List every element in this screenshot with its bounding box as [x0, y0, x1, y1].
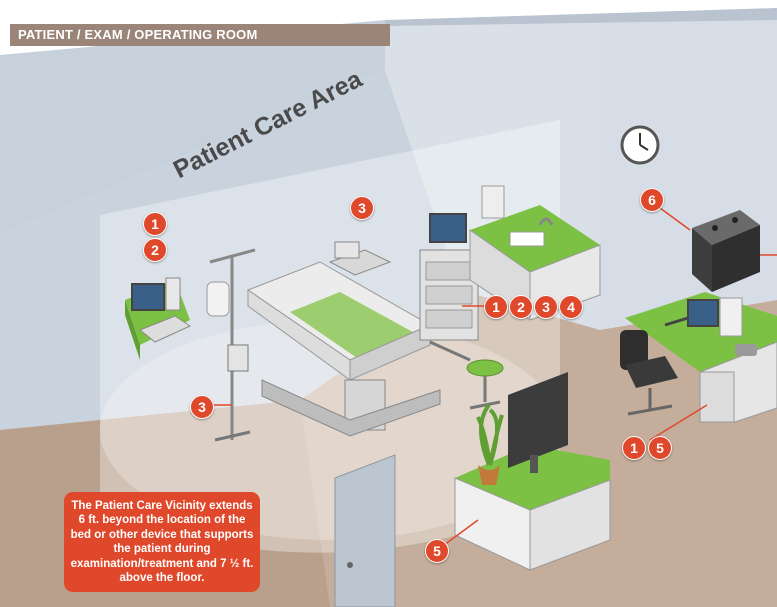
note-text: The Patient Care Vicinity extends 6 ft. … [70, 499, 254, 585]
patient-bed [246, 261, 441, 437]
marker-shelf-3: 3 [350, 196, 374, 220]
marker-cart-3: 3 [534, 295, 558, 319]
marker-counter-5: 5 [425, 539, 449, 563]
office-chair [620, 330, 678, 416]
zone-floor-ellipse [100, 320, 560, 540]
section-header-title: PATIENT / EXAM / OPERATING ROOM [18, 27, 258, 42]
right-wall [600, 20, 777, 330]
marker-cart-1: 1 [484, 295, 508, 319]
patient-care-vicinity-note: The Patient Care Vicinity extends 6 ft. … [64, 492, 260, 592]
top-wall-edge [385, 8, 777, 26]
marker-desk-1: 1 [622, 436, 646, 460]
stool [466, 359, 504, 410]
marker-iv-pole-3: 3 [190, 395, 214, 419]
iv-pole [206, 248, 256, 442]
marker-cart-4: 4 [559, 295, 583, 319]
marker-computer-2: 2 [143, 238, 167, 262]
marker-desk-5: 5 [648, 436, 672, 460]
cabinet-leader-line [659, 207, 691, 231]
left-wall [0, 20, 385, 235]
wall-computer [125, 277, 192, 360]
marker-wall-cabinet-6: 6 [640, 188, 664, 212]
door [334, 454, 396, 607]
bedside-shelf [328, 241, 392, 276]
medical-cart [419, 213, 479, 362]
desk-leader-line [649, 404, 708, 441]
section-header-bar [10, 24, 390, 46]
marker-cart-2: 2 [509, 295, 533, 319]
front-counter [454, 372, 611, 571]
office-desk [625, 292, 777, 423]
marker-computer-1: 1 [143, 212, 167, 236]
wall-cabinet [692, 210, 777, 292]
